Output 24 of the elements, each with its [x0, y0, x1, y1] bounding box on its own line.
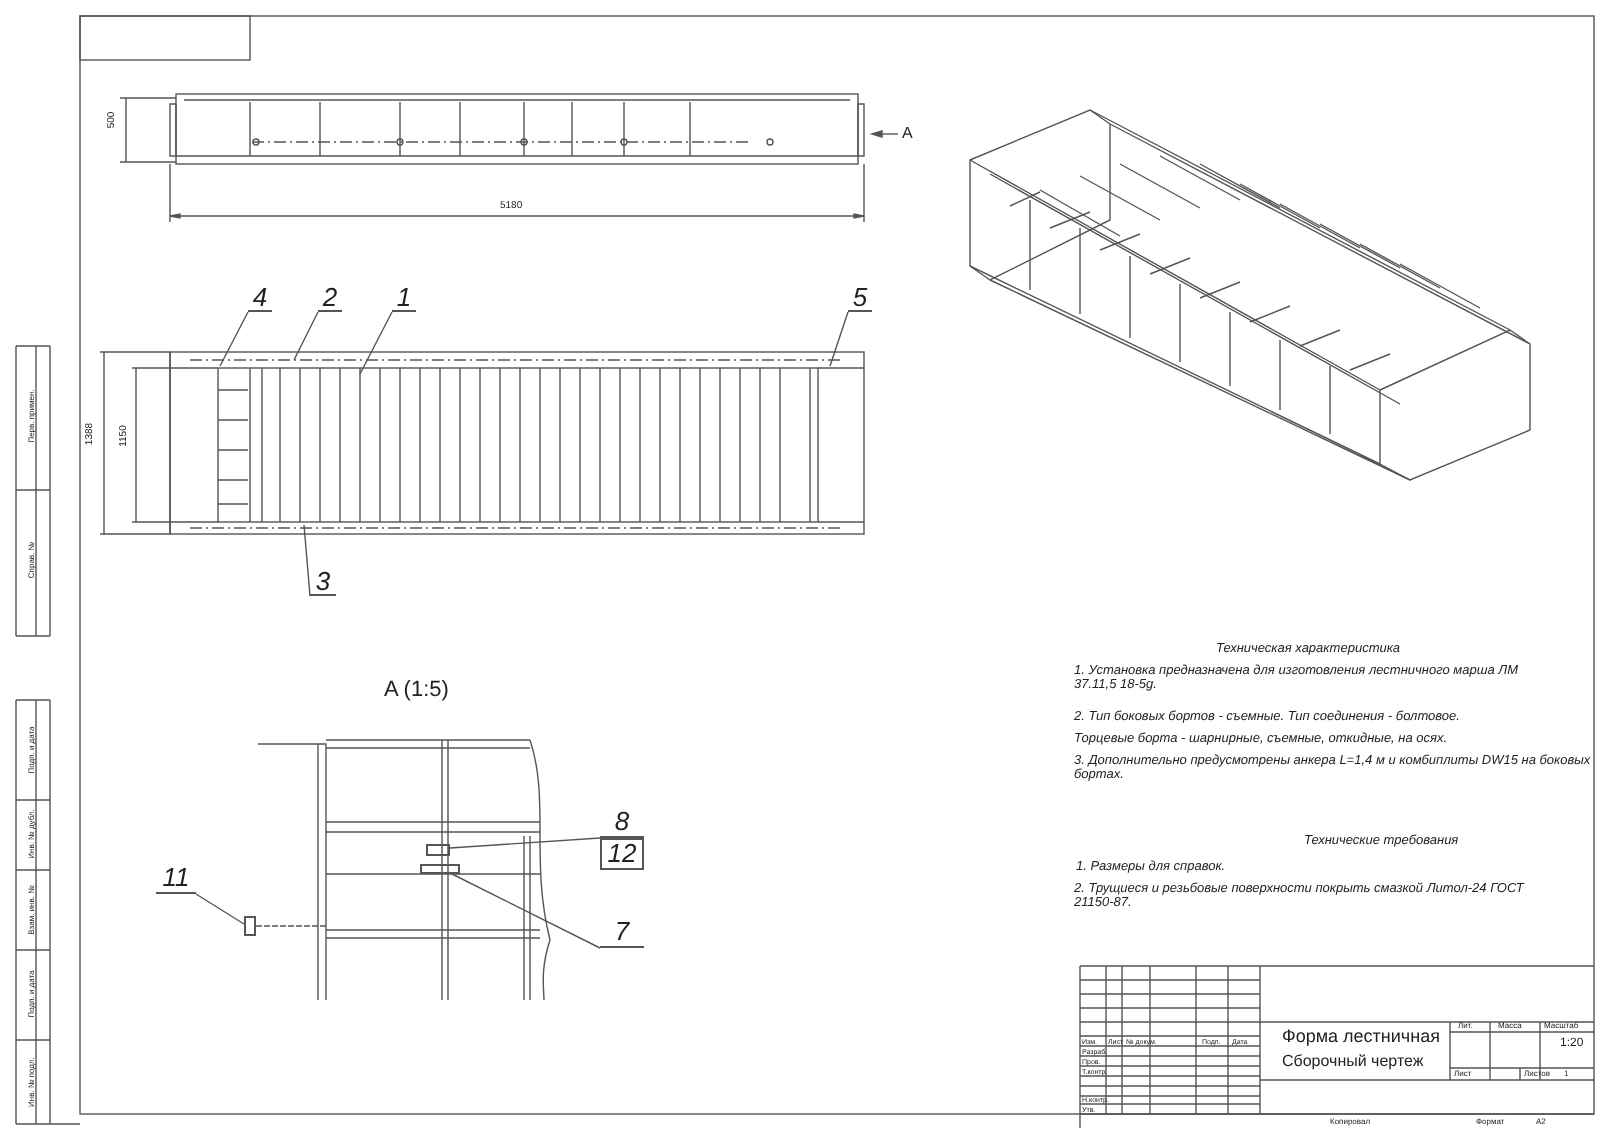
bolt-head: [244, 916, 256, 936]
leader-line: [829, 311, 849, 367]
title-text: Сборочный чертеж: [1282, 1052, 1424, 1071]
title-text: Форма лестничная: [1282, 1026, 1440, 1047]
callout-number: 3: [310, 568, 336, 596]
leader-line: [451, 873, 601, 949]
callout-number: 7: [600, 918, 644, 948]
view-title: A (1:5): [384, 678, 449, 704]
bolt-head: [426, 844, 450, 856]
callout-number: 5: [848, 284, 872, 312]
leader-line: [195, 893, 245, 925]
leader-line: [219, 311, 249, 367]
view-letter: A: [902, 124, 913, 143]
callout-number: 1: [392, 284, 416, 312]
callout-number: 8: [600, 808, 644, 838]
leader-line: [449, 837, 601, 849]
callout-number: 12: [600, 838, 644, 870]
bolt-head: [420, 864, 460, 874]
callout-number: 11: [156, 864, 196, 894]
callout-number: 4: [248, 284, 272, 312]
leader-line: [293, 311, 319, 361]
callout-number: 2: [318, 284, 342, 312]
leader-line: [303, 524, 311, 597]
leader-line: [359, 311, 393, 375]
